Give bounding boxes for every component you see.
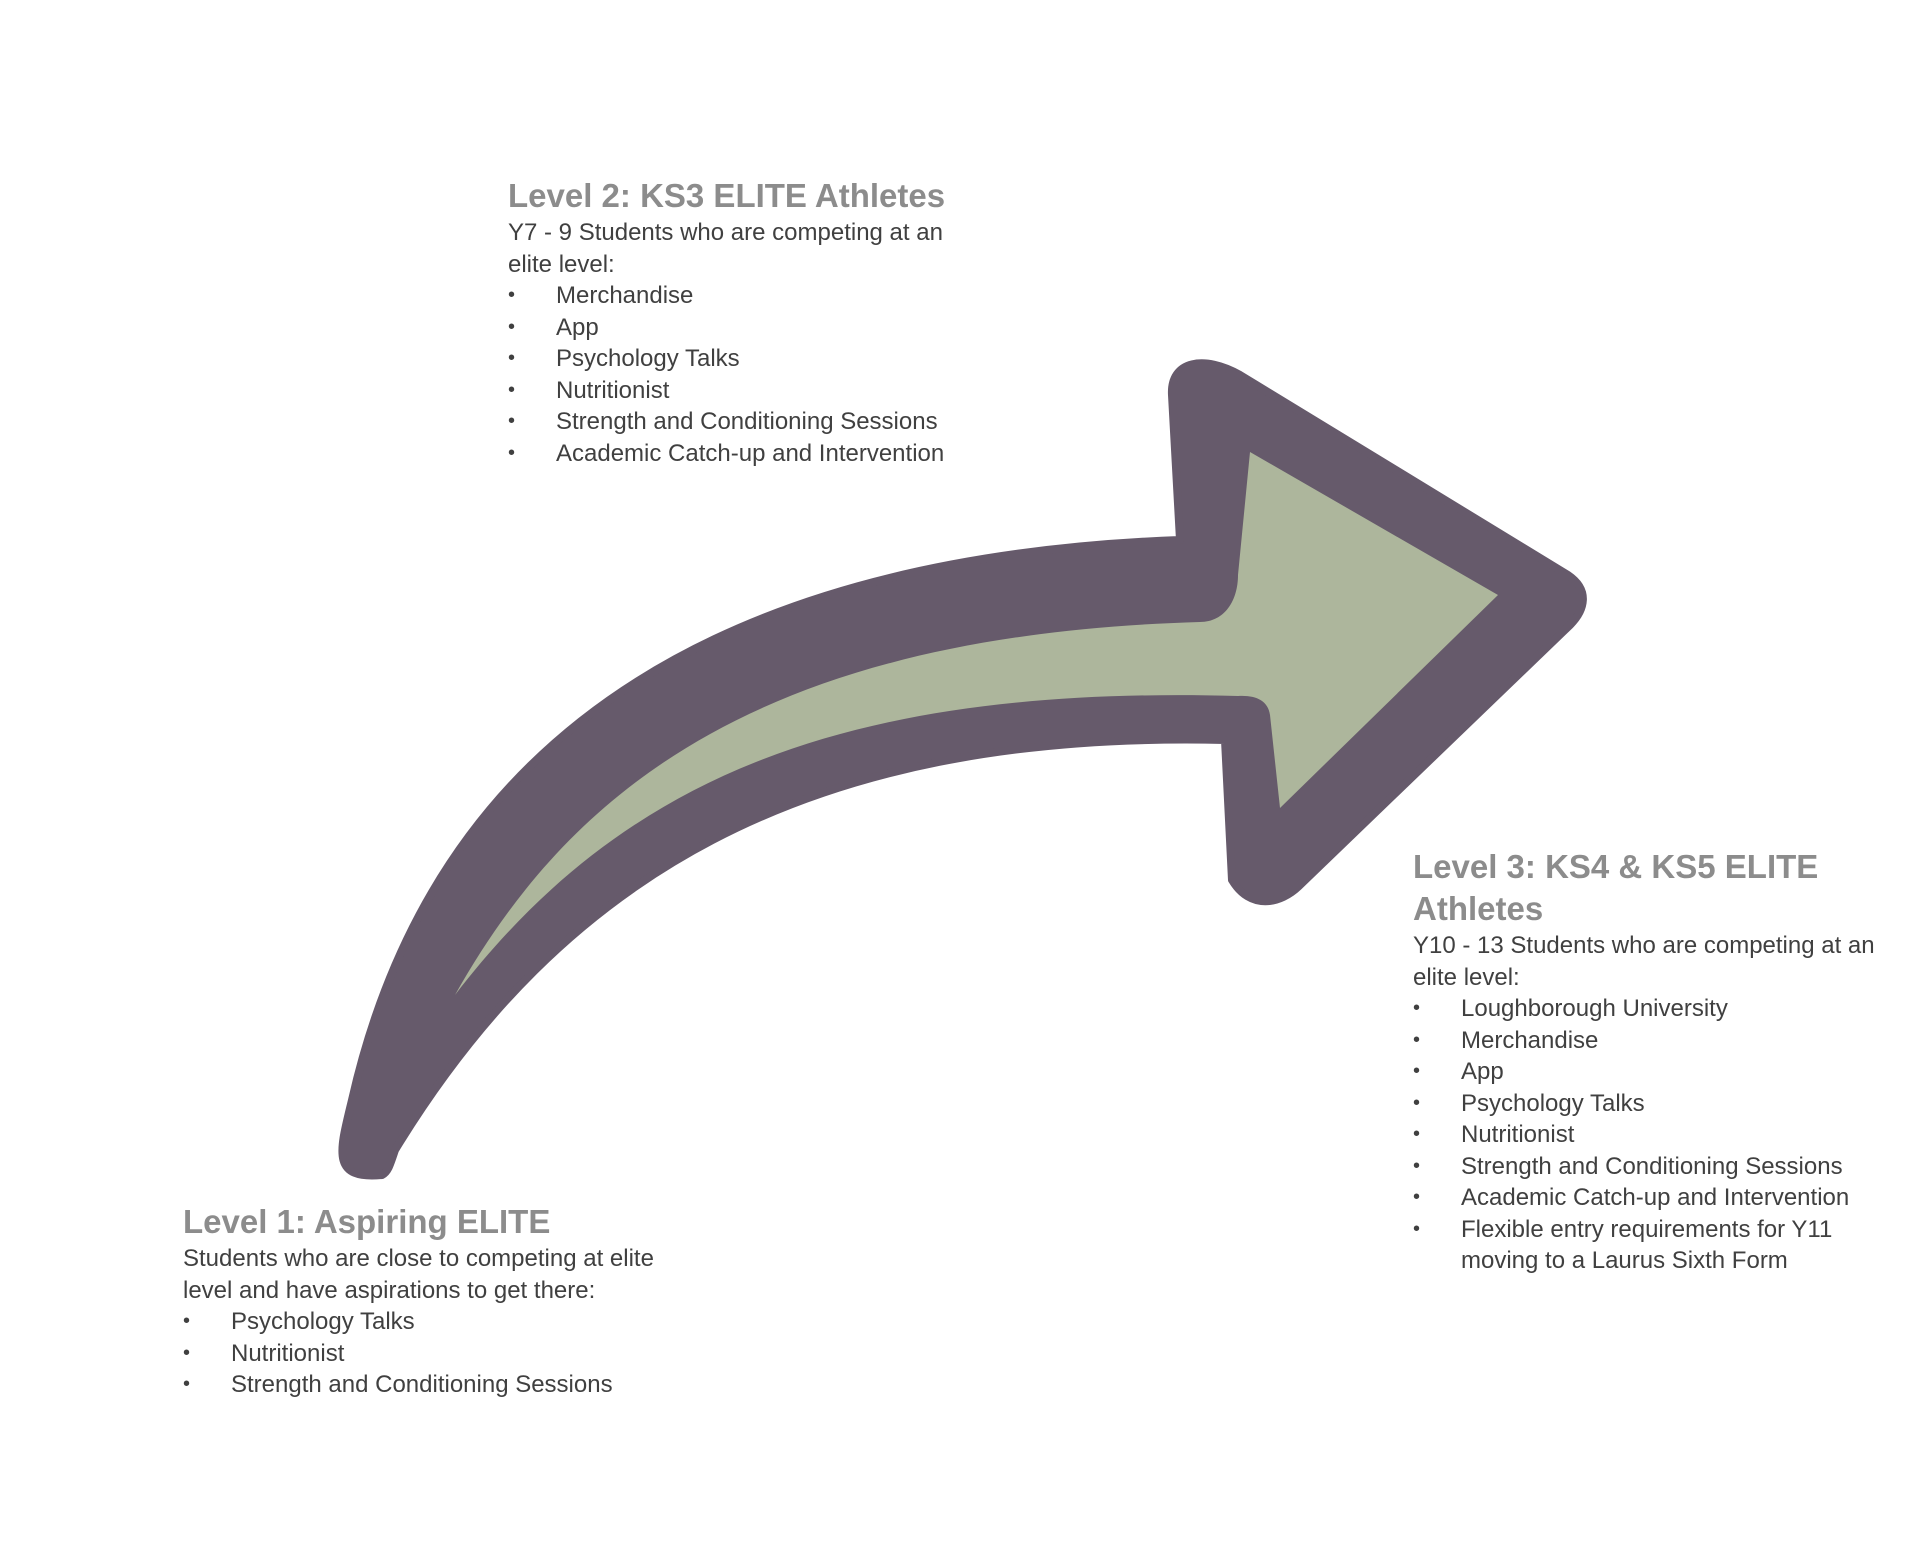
list-item-text: Strength and Conditioning Sessions: [231, 1371, 613, 1398]
list-item-text: Psychology Talks: [1461, 1089, 1645, 1117]
bullet-icon: •: [1413, 1123, 1421, 1145]
list-item: • Merchandise: [1413, 1025, 1893, 1057]
list-item-text: Academic Catch-up and Intervention: [1461, 1184, 1850, 1211]
level-3-title: Level 3: KS4 & KS5 ELITE Athletes: [1413, 848, 1819, 927]
list-item: • Flexible entry requirements for Y11 mov…: [1413, 1214, 1893, 1277]
list-item-text: Strength and Conditioning Sessions: [1461, 1152, 1843, 1180]
list-item: • Psychology Talks: [183, 1306, 683, 1338]
bullet-icon: •: [508, 284, 516, 306]
bullet-icon: •: [508, 347, 516, 369]
list-item-text: Academic Catch-up and Intervention: [556, 439, 945, 467]
list-item: • App: [1413, 1056, 1893, 1088]
list-item: • Strength and Conditioning Sessions: [508, 406, 968, 438]
list-item-text: Flexible entry requirements for Y11 movi…: [1461, 1215, 1833, 1275]
list-item-text: Nutritionist: [231, 1339, 345, 1367]
list-item: • Loughborough University: [1413, 993, 1893, 1025]
list-item: • App: [508, 312, 968, 344]
bullet-icon: •: [508, 441, 516, 464]
list-item-text: App: [556, 313, 599, 341]
bullet-icon: •: [1413, 1186, 1421, 1208]
bullet-icon: •: [183, 1341, 191, 1364]
bullet-icon: •: [1413, 1060, 1421, 1082]
level-1-description: Students who are close to competing at e…: [183, 1245, 654, 1304]
bullet-icon: •: [1413, 1091, 1421, 1114]
list-item-text: Psychology Talks: [231, 1308, 415, 1335]
list-item-text: Nutritionist: [1461, 1121, 1575, 1148]
level-1-title: Level 1: Aspiring ELITE: [183, 1203, 551, 1240]
list-item: • Nutritionist: [183, 1338, 683, 1370]
list-item: • Psychology Talks: [1413, 1088, 1893, 1120]
list-item-text: Psychology Talks: [556, 345, 740, 372]
bullet-icon: •: [1413, 1028, 1421, 1051]
level-3-block: Level 3: KS4 & KS5 ELITE Athletes Y10 - …: [1413, 846, 1893, 1277]
arrow-fill: [455, 452, 1498, 995]
bullet-icon: •: [1413, 997, 1421, 1019]
bullet-icon: •: [1413, 1217, 1421, 1240]
bullet-icon: •: [508, 315, 516, 338]
list-item: • Strength and Conditioning Sessions: [183, 1369, 683, 1401]
list-item-text: Loughborough University: [1461, 995, 1728, 1022]
list-item: • Nutritionist: [508, 375, 968, 407]
bullet-icon: •: [1413, 1154, 1421, 1177]
level-2-block: Level 2: KS3 ELITE Athletes Y7 - 9 Stude…: [508, 175, 968, 469]
list-item: • Merchandise: [508, 280, 968, 312]
bullet-icon: •: [508, 378, 516, 401]
list-item-text: App: [1461, 1058, 1504, 1085]
list-item: • Nutritionist: [1413, 1119, 1893, 1151]
bullet-icon: •: [183, 1373, 191, 1395]
bullet-icon: •: [508, 410, 516, 432]
level-3-description: Y10 - 13 Students who are competing at a…: [1413, 932, 1875, 991]
arrow-outline: [338, 359, 1587, 1180]
list-item-text: Merchandise: [556, 282, 694, 309]
bullet-icon: •: [183, 1310, 191, 1332]
level-1-block: Level 1: Aspiring ELITE Students who are…: [183, 1201, 683, 1401]
list-item: • Academic Catch-up and Intervention: [1413, 1182, 1893, 1214]
level-1-list: • Psychology Talks • Nutritionist • Strengt…: [183, 1306, 683, 1401]
list-item-text: Nutritionist: [556, 376, 670, 404]
list-item: • Psychology Talks: [508, 343, 968, 375]
level-3-list: • Loughborough University • Merchandise • A…: [1413, 993, 1893, 1277]
list-item-text: Merchandise: [1461, 1026, 1599, 1054]
list-item: • Strength and Conditioning Sessions: [1413, 1151, 1893, 1183]
level-2-title: Level 2: KS3 ELITE Athletes: [508, 177, 946, 214]
list-item: • Academic Catch-up and Intervention: [508, 438, 968, 470]
level-2-description: Y7 - 9 Students who are competing at an …: [508, 219, 943, 278]
level-2-list: • Merchandise • App • Psychology Talks • Nut…: [508, 280, 968, 469]
list-item-text: Strength and Conditioning Sessions: [556, 408, 938, 435]
